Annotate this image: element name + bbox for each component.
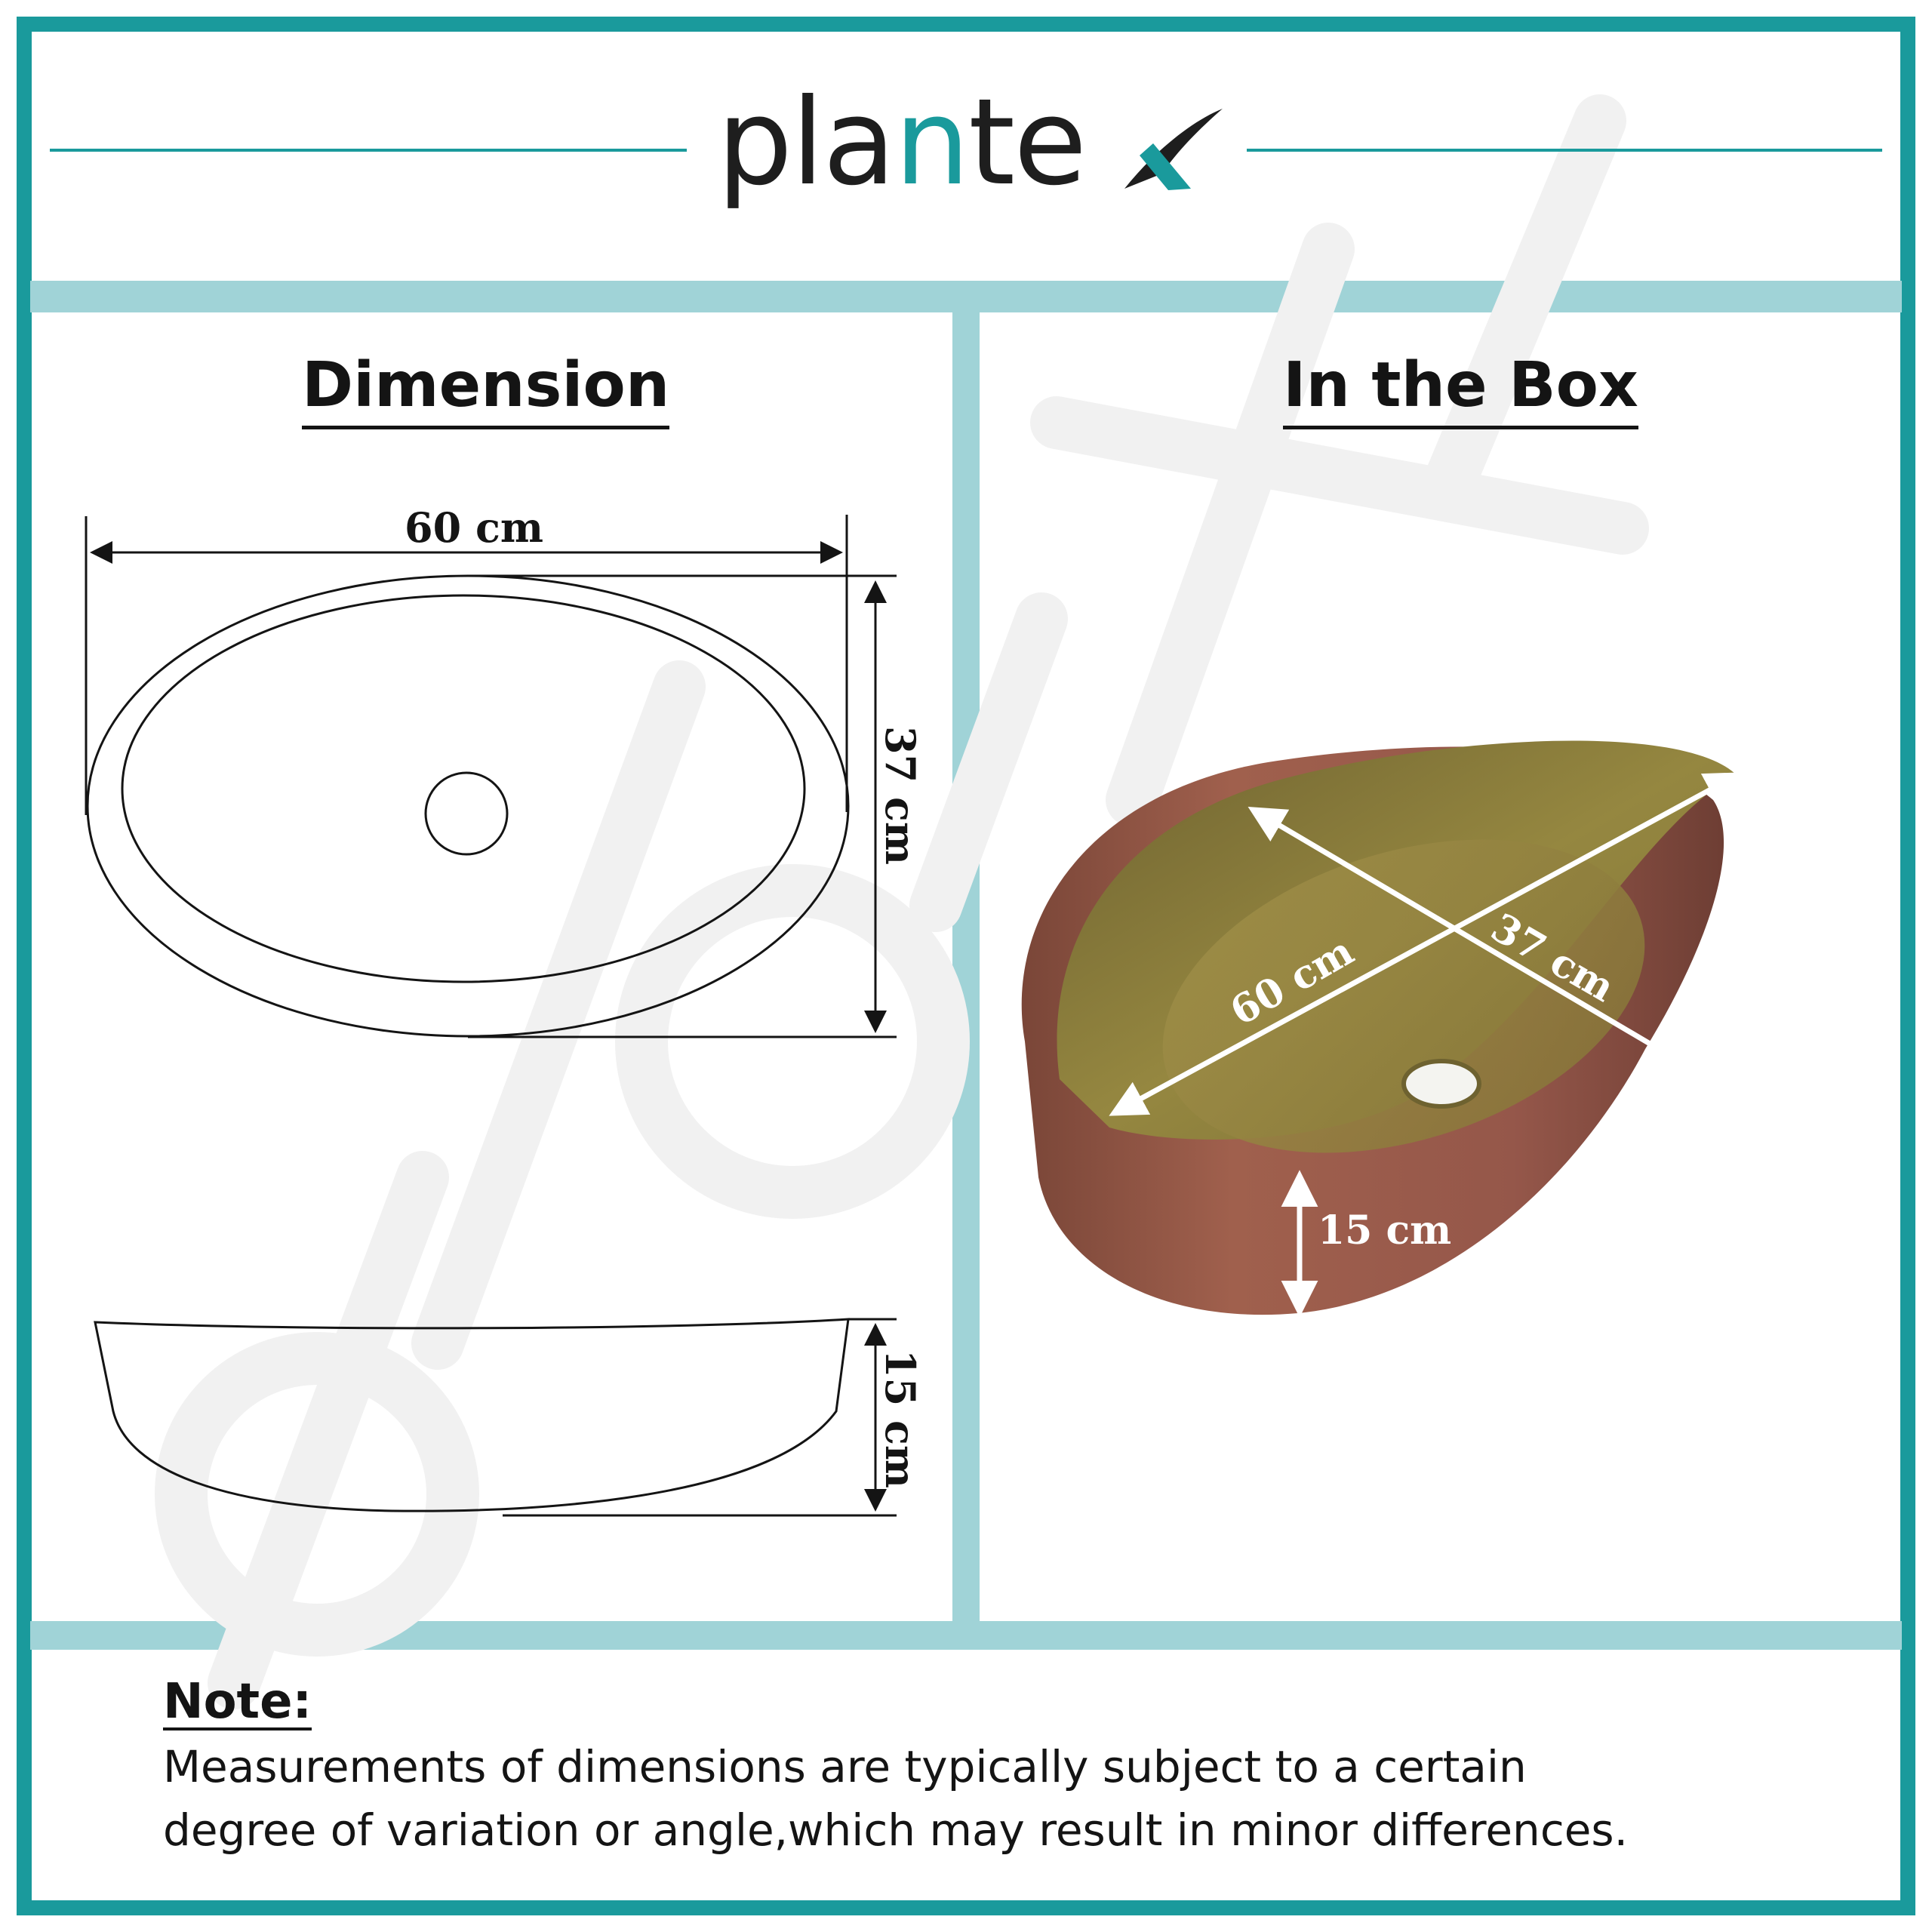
note-line-2: degree of variation or angle,which may r… [163, 1804, 1629, 1857]
photo-height-label: 15 cm [1318, 1208, 1451, 1254]
brand-wordmark: plante [717, 73, 1087, 212]
top-view-inner-bowl [121, 594, 806, 983]
in-the-box-title: In the Box [1283, 355, 1638, 429]
header-divider-band [30, 281, 1902, 312]
column-divider-band [952, 312, 980, 1621]
brand-x-mark-icon [1124, 109, 1223, 190]
height-label: 15 cm [876, 1349, 924, 1488]
header-rule-left [50, 149, 687, 152]
note-line-1: Measurements of dimensions are typically… [163, 1741, 1527, 1793]
depth-label: 37 cm [876, 726, 924, 865]
note-title: Note: [163, 1674, 312, 1731]
brand-logo: plante [717, 60, 1230, 226]
width-label: 60 cm [405, 503, 543, 552]
dimension-title: Dimension [302, 355, 670, 429]
top-view-drain [424, 771, 509, 856]
header-rule-right [1247, 149, 1882, 152]
photo-width-arrow [1247, 807, 1691, 1068]
side-view-profile [94, 1318, 850, 1512]
note-block: Note: Measurements of dimensions are typ… [163, 1674, 1884, 1862]
basin-drain [1401, 1059, 1481, 1109]
